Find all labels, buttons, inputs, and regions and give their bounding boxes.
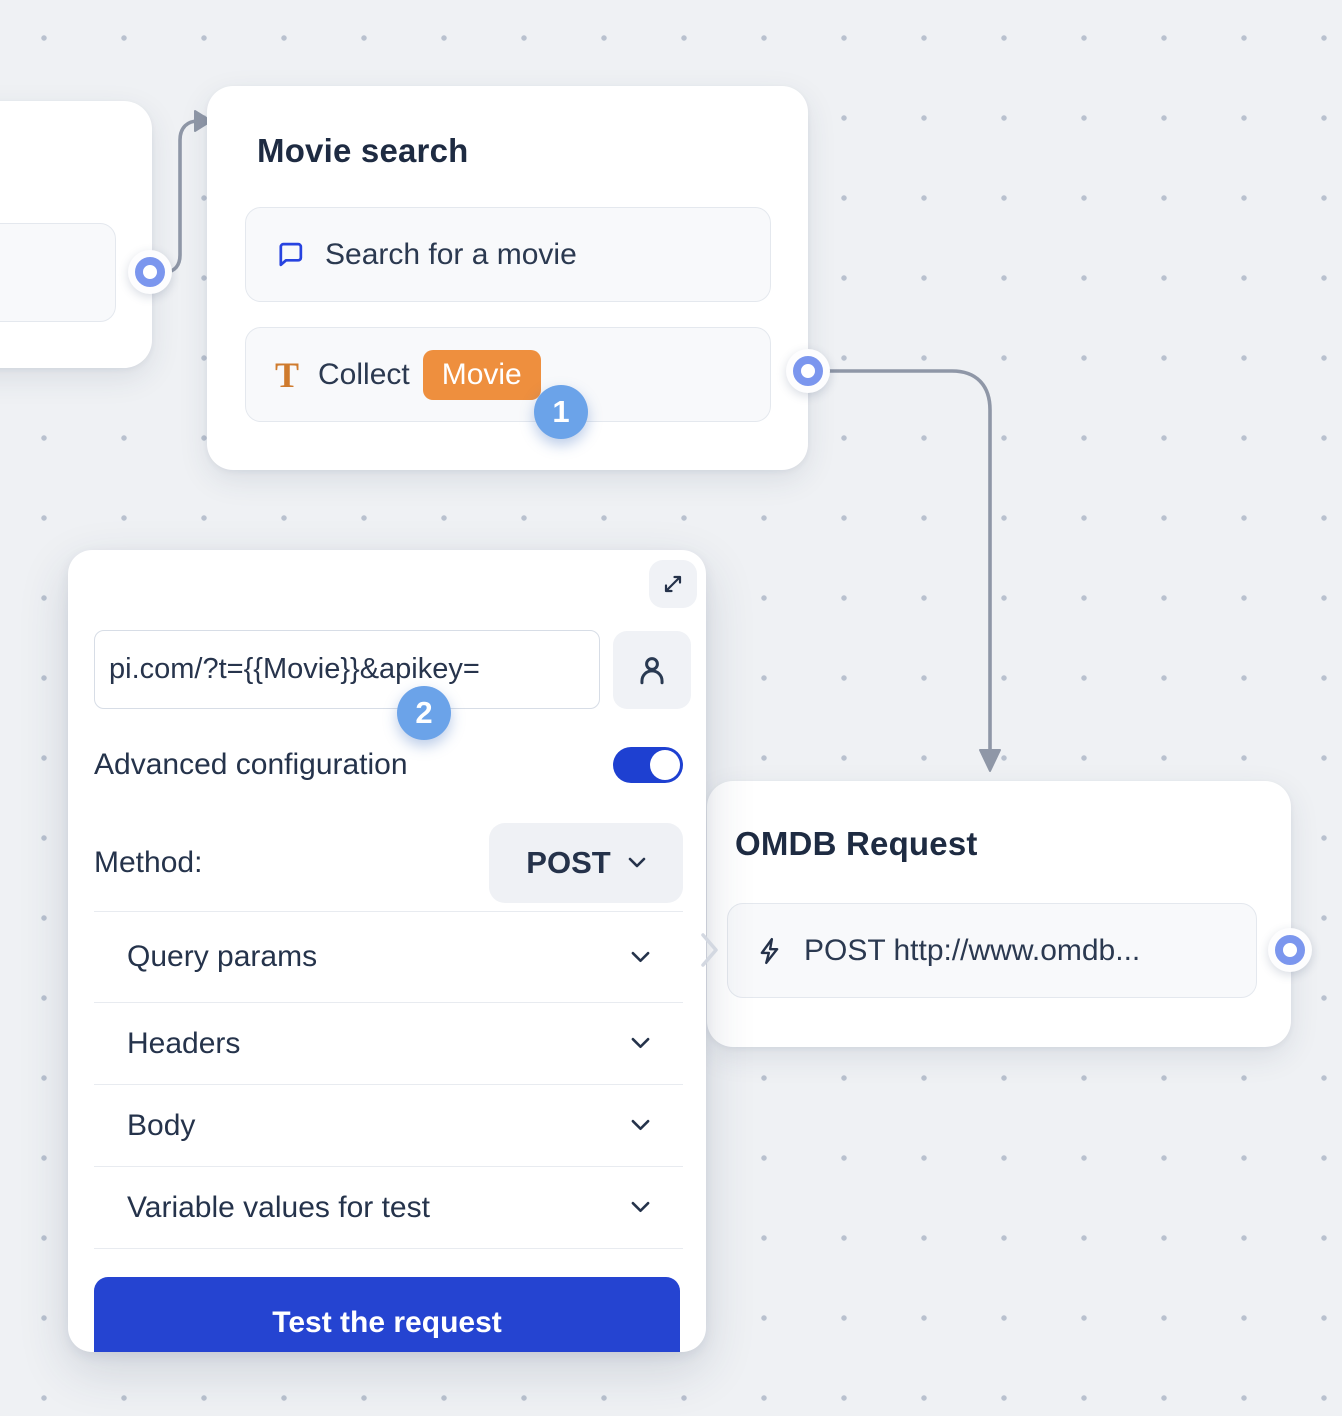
port-ring <box>135 257 165 287</box>
person-icon <box>640 657 664 685</box>
chat-bubble-icon <box>275 239 306 270</box>
node-movie-search[interactable]: Movie search Search for a movie T Collec… <box>207 86 808 470</box>
section-body[interactable]: Body <box>94 1085 683 1166</box>
port-ring <box>793 356 823 386</box>
chevron-down-icon <box>631 951 650 962</box>
node-item-post-request[interactable]: POST http://www.omdb... <box>727 903 1257 998</box>
test-request-button[interactable]: Test the request <box>94 1277 680 1352</box>
step-badge-1: 1 <box>534 385 588 439</box>
chevron-down-icon <box>631 1037 650 1049</box>
divider <box>94 1248 683 1249</box>
node-partial[interactable] <box>0 101 152 368</box>
section-label: Headers <box>127 1026 241 1060</box>
chevron-down-icon <box>631 1119 650 1131</box>
method-value: POST <box>526 844 611 880</box>
advanced-configuration-label: Advanced configuration <box>94 748 408 781</box>
divider <box>94 1166 683 1167</box>
method-row: Method: POST <box>94 822 683 903</box>
section-headers[interactable]: Headers <box>94 1003 683 1084</box>
arrowhead-down <box>979 749 1001 772</box>
node-title: OMDB Request <box>735 825 978 862</box>
expand-icon <box>664 575 682 593</box>
variable-chip-movie[interactable]: Movie <box>422 349 541 400</box>
panel-pointer-caret <box>701 933 718 967</box>
person-button[interactable] <box>613 631 691 709</box>
lightning-icon <box>755 936 785 966</box>
port-ring <box>1275 935 1305 965</box>
method-dropdown[interactable]: POST <box>489 822 683 903</box>
step-badge-2: 2 <box>397 686 451 740</box>
divider <box>94 911 683 912</box>
chevron-down-icon <box>631 1201 650 1213</box>
advanced-configuration-toggle[interactable] <box>613 747 683 783</box>
node-item-collect-movie[interactable]: T Collect Movie <box>245 327 771 422</box>
section-label: Query params <box>127 940 318 973</box>
section-variable-values[interactable]: Variable values for test <box>94 1167 683 1248</box>
output-port-omdb[interactable] <box>1268 928 1312 972</box>
node-item-label: POST http://www.omdb... <box>804 933 1141 967</box>
section-query-params[interactable]: Query params <box>94 912 683 1002</box>
node-item[interactable] <box>0 223 116 322</box>
chevron-down-icon <box>628 857 646 867</box>
node-omdb-request[interactable]: OMDB Request POST http://www.omdb... <box>707 781 1291 1047</box>
divider <box>94 1084 683 1085</box>
advanced-configuration-row: Advanced configuration <box>94 740 683 790</box>
webhook-config-panel: Advanced configuration Method: POST Quer… <box>68 550 706 1352</box>
output-port-movie-search[interactable] <box>786 349 830 393</box>
divider <box>94 1002 683 1003</box>
node-item-label: Search for a movie <box>325 237 577 271</box>
section-label: Body <box>127 1108 196 1142</box>
node-title: Movie search <box>257 132 469 169</box>
arrowhead-right <box>194 110 212 132</box>
section-label: Variable values for test <box>127 1190 430 1224</box>
node-item-label: Collect <box>318 357 410 391</box>
expand-panel-button[interactable] <box>649 560 697 608</box>
node-item-search-for-movie[interactable]: Search for a movie <box>245 207 771 302</box>
url-input[interactable] <box>94 630 600 709</box>
text-icon: T <box>275 354 300 395</box>
toggle-knob <box>650 750 680 780</box>
method-label: Method: <box>94 845 203 879</box>
output-port-partial-node[interactable] <box>128 250 172 294</box>
